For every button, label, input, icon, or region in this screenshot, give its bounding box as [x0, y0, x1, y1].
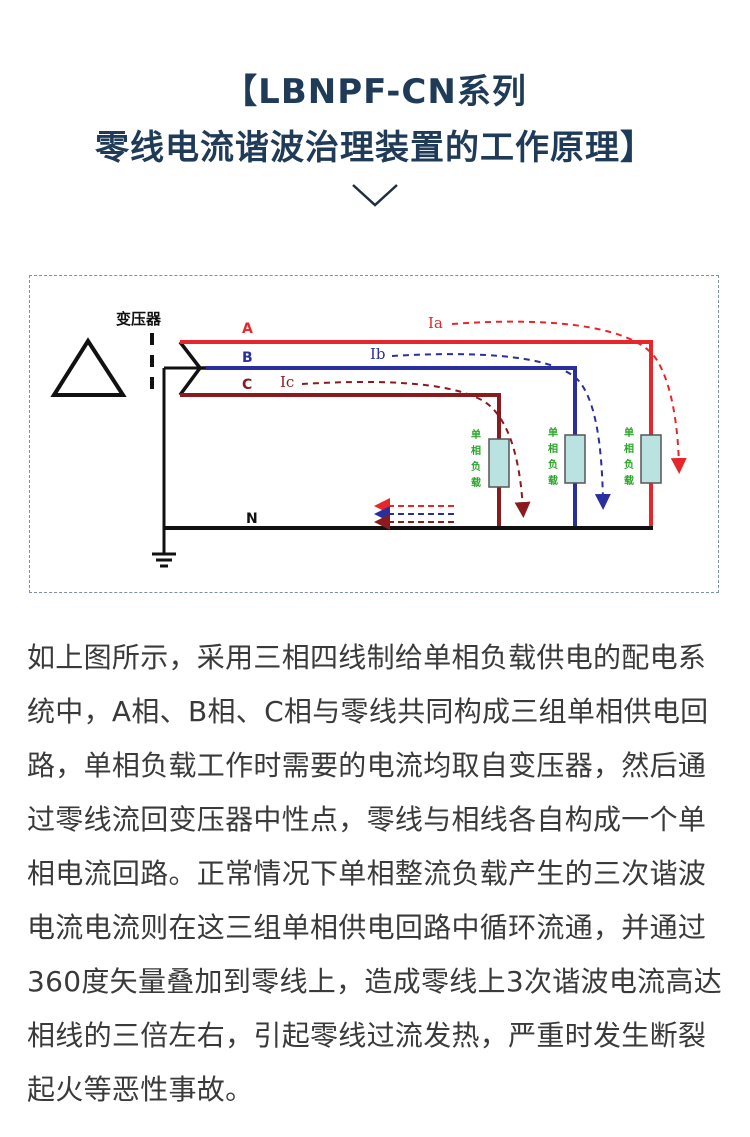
- load-c-resistor: [488, 438, 510, 488]
- load-a-label: 单相负载: [624, 426, 634, 487]
- wye-winding-a: [178, 340, 202, 370]
- description-paragraph: 如上图所示，采用三相四线制给单相负载供电的配电系统中，A相、B相、C相与零线共同…: [27, 641, 723, 1106]
- neutral-label: N: [246, 511, 258, 527]
- phase-b-label: B: [242, 350, 253, 366]
- load-b-label: 单相负载: [548, 426, 558, 487]
- load-a-resistor: [640, 434, 662, 484]
- phase-c-line: [180, 393, 501, 528]
- load-b-resistor: [564, 434, 586, 484]
- circuit-diagram: 变压器 A B C N Ia Ib Ic: [50, 310, 687, 568]
- delta-winding-icon: [50, 337, 127, 397]
- load-c-label: 单相负载: [471, 428, 481, 489]
- transformer-label: 变压器: [116, 310, 162, 328]
- phase-b-line: [206, 366, 577, 528]
- current-b-arrow: [391, 353, 611, 510]
- current-c-label: Ic: [280, 373, 294, 391]
- phase-a-label: A: [242, 321, 253, 337]
- diagram-frame: 变压器 A B C N Ia Ib Ic: [29, 275, 719, 593]
- phase-c-label: C: [242, 377, 252, 393]
- chevron-down-icon: [352, 184, 398, 207]
- title-line-2: 零线电流谐波治理装置的工作原理】: [95, 128, 655, 168]
- current-c-arrow: [301, 380, 531, 518]
- current-b-label: Ib: [370, 345, 386, 363]
- wye-winding-c: [178, 366, 202, 397]
- current-a-label: Ia: [428, 314, 443, 332]
- title-line-1: 【LBNPF-CN系列: [223, 72, 527, 112]
- current-a-arrow: [451, 320, 687, 474]
